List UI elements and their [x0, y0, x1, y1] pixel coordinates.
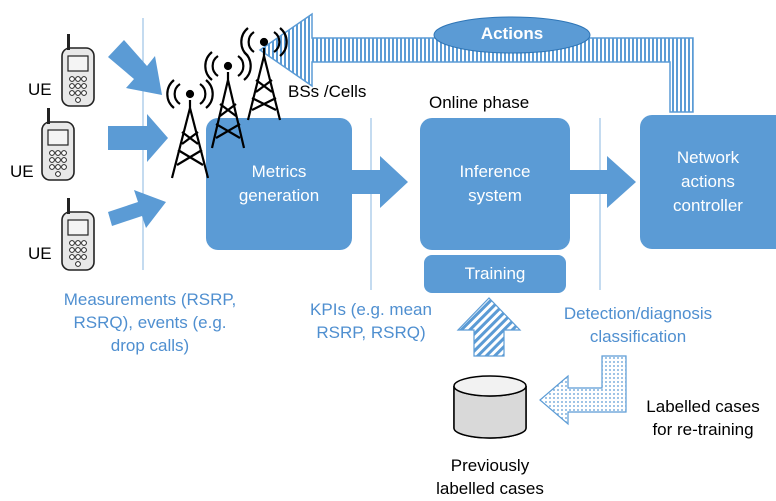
training-box: Training: [424, 255, 566, 293]
detection-line-1: Detection/diagnosis: [563, 304, 713, 323]
inference-box-line-2: system: [468, 186, 522, 205]
detection-caption: Detection/diagnosis classification: [528, 302, 748, 348]
measurements-line-3: drop calls): [110, 336, 190, 355]
retraining-line-2: for re-training: [652, 420, 754, 439]
ue-label-2: UE: [10, 162, 34, 181]
inference-to-controller-arrow: [570, 156, 636, 208]
metrics-to-inference-arrow: [350, 156, 408, 208]
database-cylinder-icon: [453, 375, 527, 439]
previous-line-2: labelled cases: [436, 479, 544, 498]
metrics-box-line-1: Metrics: [251, 162, 307, 181]
phone-icon-3: [61, 198, 95, 271]
previous-cases-label: Previously labelled cases: [410, 454, 570, 500]
network-box-line-2: actions: [681, 172, 735, 191]
online-phase-label: Online phase: [429, 93, 530, 112]
kpis-caption: KPIs (e.g. mean RSRP, RSRQ): [276, 298, 466, 344]
database-to-training-arrow: [456, 297, 522, 357]
actions-label: Actions: [480, 24, 544, 43]
ue-arrow-bottom: [108, 190, 166, 228]
bs-cells-label: BSs /Cells: [288, 82, 367, 101]
ue-label-1: UE: [28, 80, 52, 99]
inference-box-line-1: Inference: [459, 162, 531, 181]
inference-system-box: Inference system: [420, 118, 570, 250]
training-box-label: Training: [464, 264, 526, 283]
retraining-arrow: [539, 355, 627, 426]
network-box-line-1: Network: [676, 148, 740, 167]
kpis-line-1: KPIs (e.g. mean: [310, 300, 432, 319]
measurements-line-1: Measurements (RSRP,: [63, 290, 237, 309]
network-box-line-3: controller: [673, 196, 743, 215]
metrics-box-line-2: generation: [238, 186, 320, 205]
network-actions-controller-box: Network actions controller: [640, 115, 776, 249]
previous-line-1: Previously: [450, 456, 530, 475]
labelled-retraining-label: Labelled cases for re-training: [632, 395, 774, 441]
measurements-caption: Measurements (RSRP, RSRQ), events (e.g. …: [20, 288, 280, 357]
retraining-line-1: Labelled cases: [646, 397, 760, 416]
phone-icon-2: [41, 108, 75, 181]
actions-ellipse: [433, 16, 591, 54]
ue-arrow-middle: [108, 114, 168, 162]
measurements-line-2: RSRQ), events (e.g.: [73, 313, 227, 332]
phone-icon-1: [61, 34, 95, 107]
ue-arrow-top: [108, 40, 162, 95]
ue-label-3: UE: [28, 244, 52, 263]
metrics-generation-box: Metrics generation: [206, 118, 352, 250]
kpis-line-2: RSRP, RSRQ): [316, 323, 426, 342]
detection-line-2: classification: [589, 327, 687, 346]
